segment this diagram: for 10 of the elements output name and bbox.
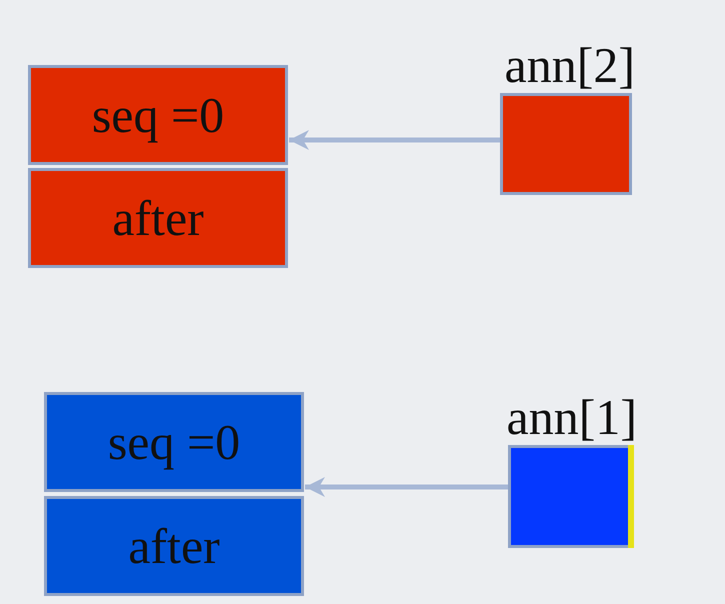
struct-field-box <box>28 65 288 165</box>
arrow <box>289 130 500 150</box>
field-label: after <box>128 521 220 571</box>
struct-field-box <box>28 168 288 268</box>
struct-field-box <box>44 496 304 596</box>
struct-field-box <box>44 392 304 492</box>
variable-label: ann[2] <box>504 40 635 90</box>
field-label: after <box>112 193 204 243</box>
variable-label: ann[1] <box>506 392 637 442</box>
arrow <box>305 477 508 497</box>
